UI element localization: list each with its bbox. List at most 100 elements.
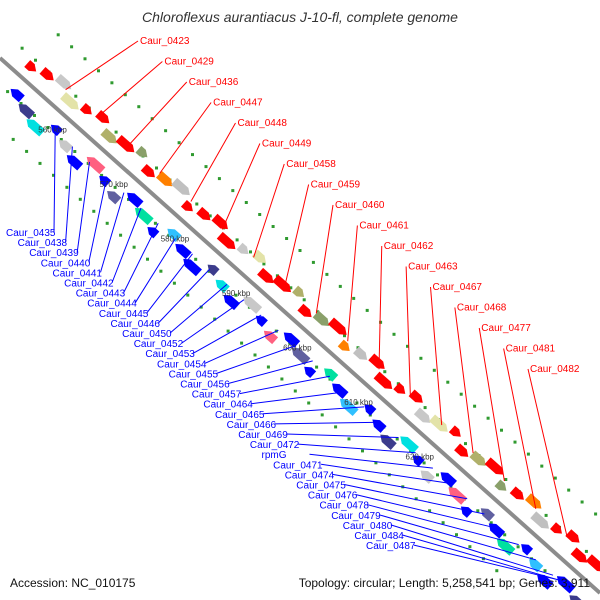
forward-gene[interactable] [494,479,509,494]
reverse-gene[interactable] [240,293,263,314]
reverse-gene[interactable] [261,327,279,345]
reverse-gene[interactable] [369,416,387,433]
reverse-gene[interactable] [534,571,554,590]
reverse-gene[interactable] [518,541,534,556]
forward-gene[interactable] [530,511,552,532]
forward-gene[interactable] [550,522,565,537]
forward-gene[interactable] [524,493,544,512]
reverse-gene[interactable] [301,363,317,379]
forward-gene[interactable] [251,249,269,267]
gene-label-forward[interactable]: Caur_0481 [506,344,556,355]
reverse-gene[interactable] [289,344,311,365]
forward-gene[interactable] [337,339,353,355]
gene-label-reverse[interactable]: Caur_0435 [6,228,56,239]
gene-label-reverse[interactable]: Caur_0457 [192,390,242,401]
gene-label-reverse[interactable]: Caur_0450 [122,329,172,340]
reverse-gene[interactable] [64,152,84,171]
gene-label-reverse[interactable]: Caur_0446 [111,319,161,330]
forward-gene[interactable] [95,109,112,127]
reverse-gene[interactable] [361,401,377,416]
gene-label-reverse[interactable]: Caur_0471 [273,460,323,471]
forward-gene[interactable] [140,163,158,181]
reverse-gene[interactable] [486,520,506,539]
gene-label-reverse[interactable]: Caur_0472 [250,440,300,451]
reverse-gene[interactable] [438,469,458,488]
reverse-gene[interactable] [124,189,144,209]
reverse-gene[interactable] [445,484,468,505]
reverse-gene[interactable] [180,256,202,277]
gene-label-forward[interactable]: Caur_0459 [311,180,361,191]
gene-label-forward[interactable]: Caur_0458 [286,159,336,170]
gene-label-reverse[interactable]: Caur_0466 [227,420,277,431]
gene-label-reverse[interactable]: Caur_0479 [331,511,381,522]
forward-gene[interactable] [297,303,314,321]
forward-gene[interactable] [373,371,396,393]
forward-gene[interactable] [327,317,350,339]
gene-label-forward[interactable]: Caur_0468 [457,303,507,314]
forward-gene[interactable] [509,486,527,503]
reverse-gene[interactable] [8,86,25,103]
reverse-gene[interactable] [104,188,122,205]
reverse-gene[interactable] [526,556,544,573]
forward-gene[interactable] [368,353,387,373]
gene-label-reverse[interactable]: Caur_0475 [296,481,346,492]
reverse-gene[interactable] [164,225,182,243]
gene-label-reverse[interactable]: Caur_0443 [76,289,126,300]
gene-label-forward[interactable]: Caur_0462 [384,241,434,252]
forward-gene[interactable] [585,554,600,575]
forward-gene[interactable] [312,310,332,330]
forward-gene[interactable] [100,128,119,147]
gene-label-reverse[interactable]: Caur_0441 [53,268,103,279]
gene-label-reverse[interactable]: Caur_0465 [215,410,265,421]
forward-gene[interactable] [171,177,193,199]
reverse-gene[interactable] [56,137,74,154]
gene-label-forward[interactable]: Caur_0436 [189,77,239,88]
gene-label-reverse[interactable]: Caur_0480 [343,521,393,532]
forward-gene[interactable] [180,199,196,215]
forward-gene[interactable] [353,346,370,364]
reverse-gene[interactable] [16,101,36,120]
gene-label-forward[interactable]: Caur_0467 [433,282,483,293]
reverse-gene[interactable] [418,467,435,484]
forward-gene[interactable] [448,425,464,440]
gene-label-reverse[interactable]: Caur_0442 [64,279,114,290]
gene-label-forward[interactable]: Caur_0447 [213,98,263,109]
reverse-gene[interactable] [48,121,63,137]
gene-label-forward[interactable]: Caur_0463 [408,262,458,273]
reverse-gene[interactable] [397,433,419,454]
gene-label-reverse[interactable]: Caur_0476 [308,491,358,502]
gene-label-forward[interactable]: Caur_0477 [481,323,531,334]
reverse-gene[interactable] [377,431,397,450]
forward-gene[interactable] [272,274,294,296]
reverse-gene[interactable] [96,173,112,188]
gene-label-forward[interactable]: Caur_0423 [140,36,190,47]
forward-gene[interactable] [196,206,213,224]
gene-label-reverse[interactable]: Caur_0478 [320,501,370,512]
gene-label-forward[interactable]: Caur_0429 [164,57,214,68]
forward-gene[interactable] [565,529,582,546]
forward-gene[interactable] [413,407,433,427]
forward-gene[interactable] [429,414,451,435]
reverse-gene[interactable] [281,329,301,348]
reverse-gene[interactable] [205,261,220,276]
reverse-gene[interactable] [172,240,192,260]
reverse-gene[interactable] [566,592,582,600]
forward-gene[interactable] [257,267,276,287]
gene-label-reverse[interactable]: Caur_0445 [99,309,149,320]
reverse-gene[interactable] [221,291,241,311]
forward-gene[interactable] [24,60,39,75]
gene-label-forward[interactable]: Caur_0482 [530,364,580,375]
forward-gene[interactable] [393,382,408,398]
gene-label-reverse[interactable]: Caur_0453 [145,349,195,360]
forward-gene[interactable] [216,231,239,253]
gene-label-reverse[interactable]: Caur_0474 [285,470,335,481]
gene-label-reverse[interactable]: Caur_0444 [87,299,137,310]
forward-gene[interactable] [54,73,74,93]
gene-label-reverse[interactable]: Caur_0438 [18,238,68,249]
gene-label-reverse[interactable]: Caur_0439 [29,248,79,259]
forward-gene[interactable] [469,450,488,469]
gene-label-reverse[interactable]: Caur_0455 [169,369,219,380]
reverse-gene[interactable] [213,276,230,294]
forward-gene[interactable] [60,92,82,113]
reverse-gene[interactable] [321,365,339,382]
